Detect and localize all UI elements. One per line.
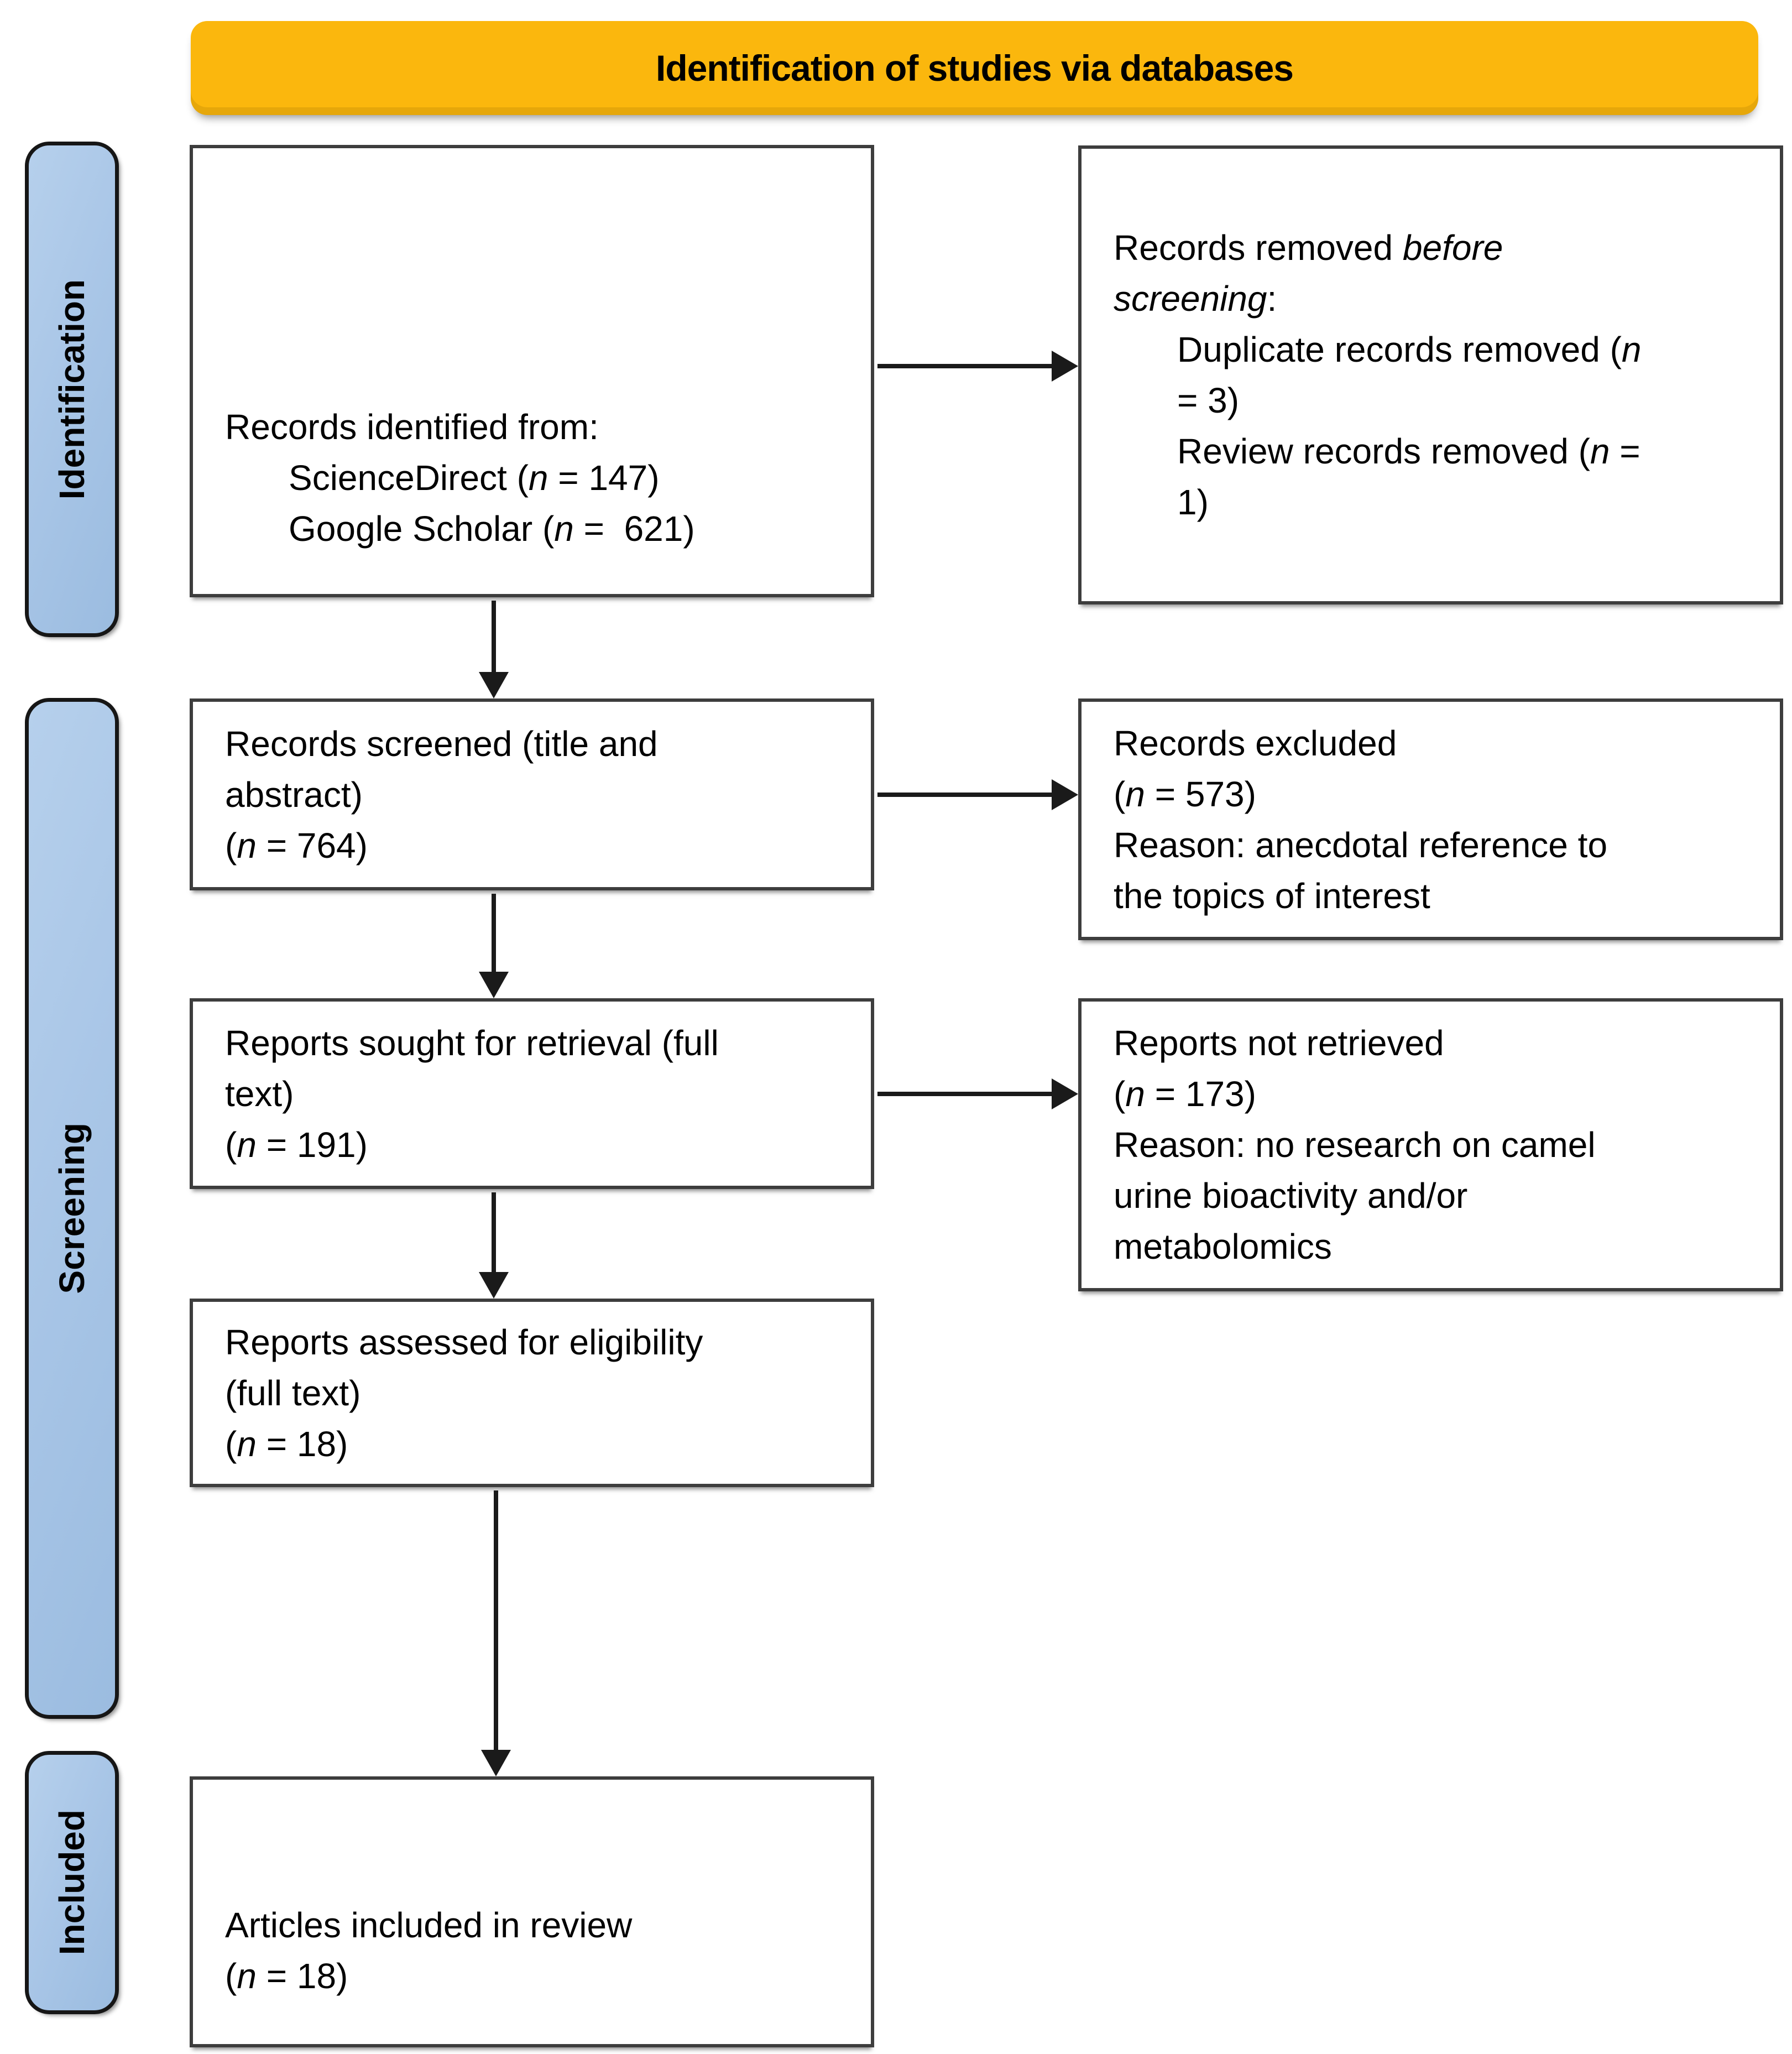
text-line: Duplicate records removed (n	[1177, 330, 1642, 369]
text-line: Reason: anecdotal reference to	[1114, 825, 1608, 865]
text-line: Reports assessed for eligibility	[225, 1322, 703, 1362]
stage-label-text: Included	[52, 1810, 92, 1956]
arrow-shaft	[877, 793, 1054, 797]
stage-label-identification: Identification	[25, 142, 119, 637]
box-reports-assessed: Reports assessed for eligibility (full te…	[190, 1299, 874, 1487]
text-line: abstract)	[225, 774, 363, 815]
arrow-shaft	[492, 1192, 496, 1274]
stage-label-text: Identification	[52, 279, 92, 500]
title-banner: Identification of studies via databases	[191, 21, 1758, 115]
text-line: Reports not retrieved	[1114, 1023, 1444, 1063]
arrow-right-icon	[877, 351, 1078, 382]
text-line: urine bioactivity and/or	[1114, 1176, 1468, 1216]
text-line: (n = 173)	[1114, 1074, 1256, 1114]
stage-label-included: Included	[25, 1751, 119, 2014]
box-records-screened: Records screened (title and abstract) (n =…	[190, 698, 874, 890]
text-line: metabolomics	[1114, 1227, 1332, 1266]
box-records-excluded: Records excluded (n = 573) Reason: anecdot…	[1078, 698, 1783, 940]
arrow-down-icon	[479, 601, 509, 698]
arrow-shaft	[877, 364, 1054, 368]
text-line: 1)	[1177, 482, 1209, 522]
box-records-removed-before-screening: Records removed before screening: Duplicat…	[1078, 145, 1783, 604]
box-articles-included: Articles included in review (n = 18)	[190, 1776, 874, 2047]
arrow-head	[1052, 1078, 1078, 1109]
arrow-right-icon	[877, 1078, 1078, 1109]
stage-label-text: Screening	[52, 1123, 92, 1294]
arrow-down-icon	[479, 1192, 509, 1299]
text-line: (full text)	[225, 1373, 361, 1413]
text-line: Articles included in review	[225, 1905, 633, 1945]
text-line: Records screened (title and	[225, 723, 658, 764]
text-line: = 3)	[1177, 380, 1240, 420]
arrow-right-icon	[877, 779, 1078, 810]
arrow-down-icon	[479, 894, 509, 998]
text-line: Reason: no research on camel	[1114, 1125, 1596, 1165]
text-line: Reports sought for retrieval (full	[225, 1023, 719, 1063]
arrow-head	[479, 1272, 509, 1299]
arrow-shaft	[877, 1092, 1054, 1096]
stage-label-screening: Screening	[25, 698, 119, 1719]
arrow-head	[479, 972, 509, 998]
arrow-head	[1052, 779, 1078, 810]
box-reports-not-retrieved: Reports not retrieved (n = 173) Reason: no…	[1078, 998, 1783, 1291]
text-line: Review records removed (n =	[1177, 431, 1641, 471]
text-line: Google Scholar (n = 621)	[289, 509, 695, 549]
arrow-shaft	[494, 1490, 498, 1752]
text-line: (n = 18)	[225, 1956, 348, 1996]
arrow-shaft	[492, 894, 496, 974]
text-line: Records excluded	[1114, 723, 1397, 763]
text-line: Records identified from:	[225, 407, 599, 447]
arrow-down-icon	[481, 1490, 511, 1776]
text-line: ScienceDirect (n = 147)	[289, 458, 660, 498]
text-line: screening:	[1114, 279, 1277, 319]
text-line: (n = 18)	[225, 1424, 348, 1464]
text-line: text)	[225, 1073, 294, 1114]
text-line: Records removed before	[1114, 228, 1503, 268]
text-line: the topics of interest	[1114, 875, 1430, 916]
box-records-identified: Records identified from: ScienceDirect (n…	[190, 145, 874, 597]
arrow-head	[481, 1750, 511, 1776]
text-line: (n = 191)	[225, 1124, 368, 1165]
text-line: (n = 764)	[225, 825, 368, 866]
text-line: (n = 573)	[1114, 774, 1256, 814]
diagram-title: Identification of studies via databases	[656, 48, 1294, 88]
arrow-head	[1052, 351, 1078, 382]
arrow-head	[479, 672, 509, 698]
box-reports-sought: Reports sought for retrieval (full text) (…	[190, 998, 874, 1189]
arrow-shaft	[492, 601, 496, 674]
